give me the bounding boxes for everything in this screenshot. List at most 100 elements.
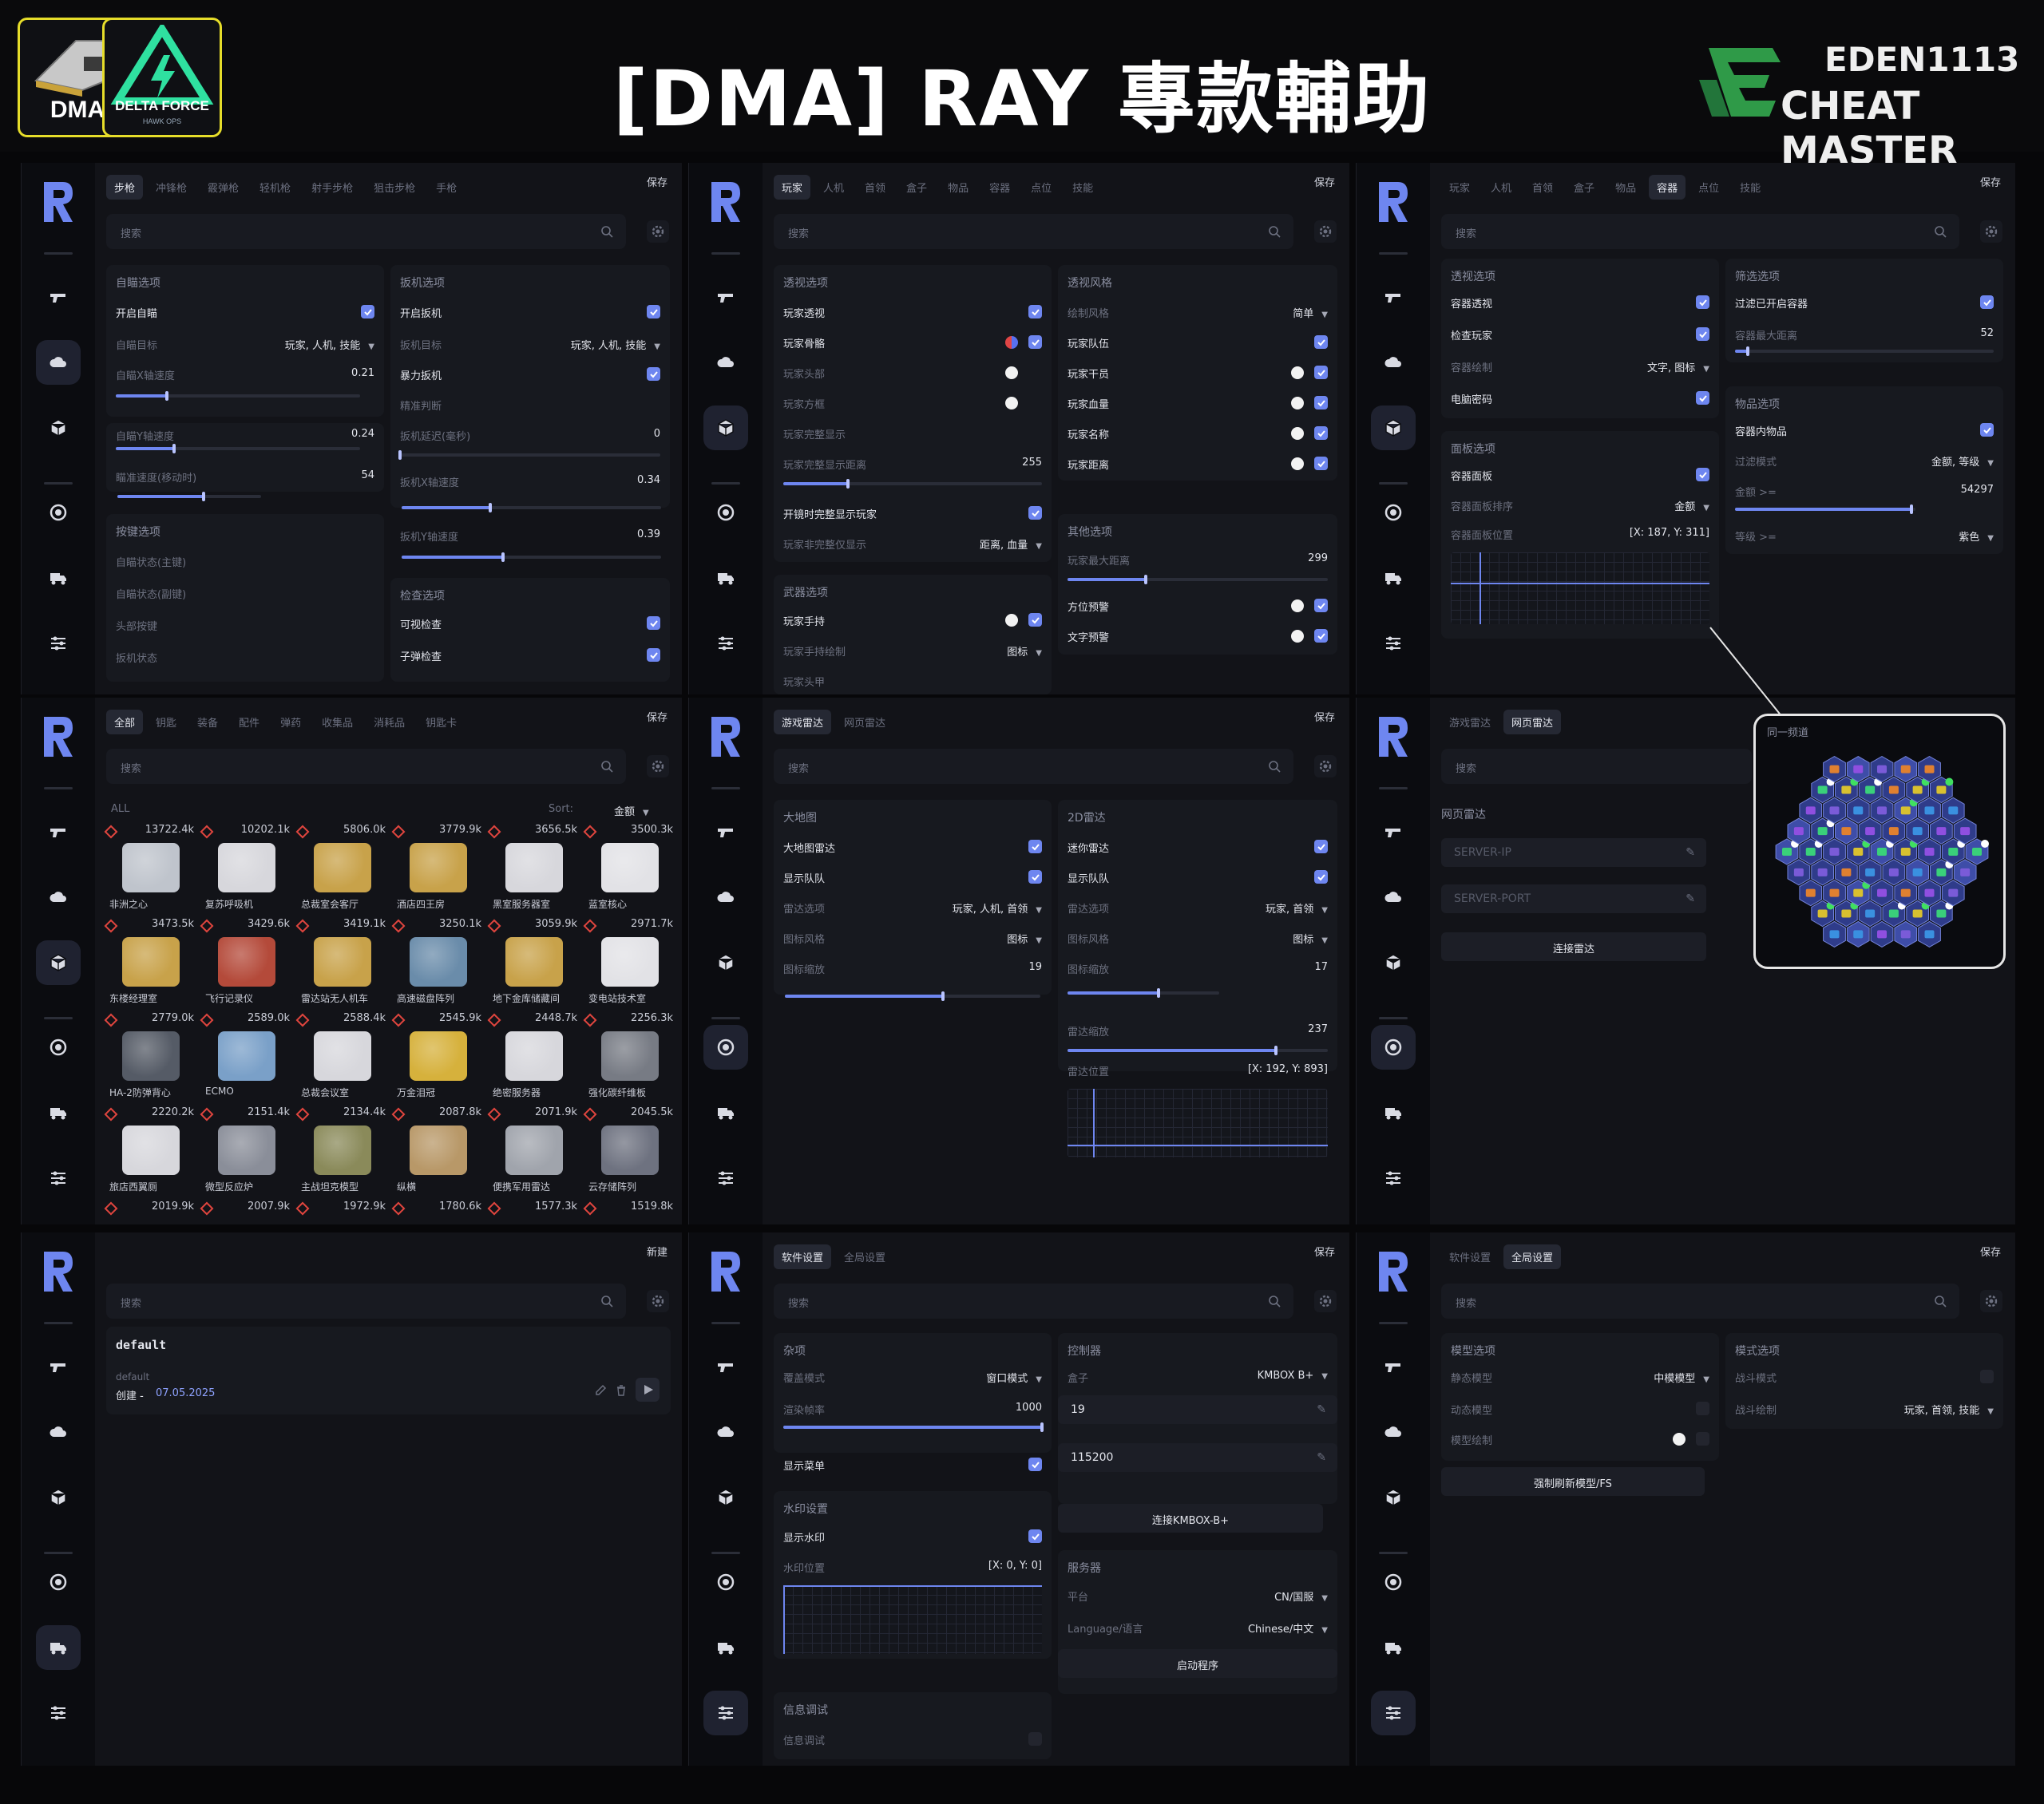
esp-player-checkbox[interactable]: [1028, 305, 1042, 318]
item-card[interactable]: 2007.9k: [200, 1201, 291, 1217]
sidebar-item-radar[interactable]: [1371, 490, 1416, 535]
mini-team-checkbox[interactable]: [1314, 870, 1328, 884]
min-value-slider[interactable]: [1735, 504, 1915, 514]
tab-players[interactable]: 玩家: [774, 174, 811, 200]
sidebar-item-cube[interactable]: [36, 1475, 81, 1520]
aim-move-slider[interactable]: [117, 492, 261, 501]
new-config-button[interactable]: 新建: [646, 1247, 667, 1259]
search-input[interactable]: 搜索: [774, 749, 1293, 784]
sidebar-item-cloud[interactable]: [703, 340, 748, 385]
sidebar-item-truck[interactable]: [36, 556, 81, 600]
connect-kmbox-button[interactable]: 连接KMBOX-B+: [1058, 1504, 1323, 1533]
dynamic-model-checkbox[interactable]: [1696, 1402, 1709, 1415]
tab-points[interactable]: 点位: [1031, 182, 1052, 195]
tab-smg[interactable]: 冲锋枪: [156, 182, 188, 195]
tab-game-radar[interactable]: 游戏雷达: [774, 709, 832, 734]
filter-mode-select[interactable]: 金额, 等级▼: [1931, 457, 1994, 469]
edit-icon[interactable]: [594, 1384, 607, 1397]
aim-enable-checkbox[interactable]: [361, 305, 374, 318]
search-input[interactable]: 搜索: [774, 214, 1293, 249]
sidebar-item-sliders[interactable]: [1371, 621, 1416, 666]
sidebar-item-sliders[interactable]: [36, 1156, 81, 1201]
held-weapon-checkbox[interactable]: [1028, 613, 1042, 627]
trigger-target-select[interactable]: 玩家, 人机, 技能▼: [570, 340, 660, 352]
com-port-field[interactable]: 19✎: [1058, 1395, 1337, 1424]
search-input[interactable]: 搜索: [106, 749, 626, 784]
sidebar-item-radar[interactable]: [36, 490, 81, 535]
sidebar-item-sliders[interactable]: [703, 1691, 748, 1735]
fps-slider[interactable]: [783, 1422, 1044, 1432]
aim-x-slider[interactable]: [116, 391, 360, 401]
tab-boxes[interactable]: 盒子: [906, 182, 928, 195]
connect-radar-button[interactable]: 连接雷达: [1441, 932, 1706, 961]
tab-dmr[interactable]: 射手步枪: [311, 182, 354, 195]
tab-boxes[interactable]: 盒子: [1574, 182, 1595, 195]
settings-gear-button[interactable]: [1980, 1290, 2002, 1312]
health-color-swatch[interactable]: [1291, 397, 1304, 409]
sidebar-item-gun[interactable]: [36, 809, 81, 854]
check-player-checkbox[interactable]: [1696, 327, 1709, 341]
save-button[interactable]: 保存: [1313, 177, 1335, 189]
settings-gear-button[interactable]: [647, 220, 669, 243]
static-model-select[interactable]: 中模模型▼: [1654, 1373, 1709, 1385]
tab-pistol[interactable]: 手枪: [436, 182, 458, 195]
model-draw-checkbox[interactable]: [1696, 1432, 1709, 1446]
settings-gear-button[interactable]: [1314, 220, 1337, 243]
team-checkbox[interactable]: [1314, 335, 1328, 349]
tab-web-radar[interactable]: 网页雷达: [844, 717, 886, 730]
sidebar-item-truck[interactable]: [703, 556, 748, 600]
sidebar-item-sliders[interactable]: [1371, 1156, 1416, 1201]
sidebar-item-gun[interactable]: [1371, 1344, 1416, 1389]
config-card[interactable]: default default 创建 - 07.05.2025: [106, 1327, 671, 1414]
tab-sniper[interactable]: 狙击步枪: [374, 182, 416, 195]
sidebar-item-radar[interactable]: [1371, 1560, 1416, 1604]
held-draw-select[interactable]: 图标▼: [1007, 647, 1042, 659]
sidebar-item-gun[interactable]: [703, 275, 748, 319]
trigger-force-checkbox[interactable]: [647, 367, 660, 381]
search-input[interactable]: 搜索: [106, 214, 626, 249]
tab-consumables[interactable]: 消耗品: [374, 717, 406, 730]
tab-players[interactable]: 玩家: [1449, 182, 1471, 195]
sidebar-item-radar[interactable]: [703, 490, 748, 535]
settings-gear-button[interactable]: [647, 1290, 669, 1312]
inner-items-checkbox[interactable]: [1980, 423, 1994, 437]
sidebar-item-truck[interactable]: [36, 1090, 81, 1135]
held-color-swatch[interactable]: [1005, 614, 1018, 627]
tab-items[interactable]: 物品: [948, 182, 969, 195]
settings-gear-button[interactable]: [1314, 1290, 1337, 1312]
sidebar-item-truck[interactable]: [1371, 556, 1416, 600]
watermark-pos-grid[interactable]: [783, 1585, 1042, 1654]
watermark-checkbox[interactable]: [1028, 1529, 1042, 1543]
save-button[interactable]: 保存: [646, 177, 667, 189]
trigger-delay-slider[interactable]: [398, 450, 660, 460]
operator-checkbox[interactable]: [1314, 366, 1328, 379]
sidebar-item-cloud[interactable]: [36, 875, 81, 920]
tab-rifle[interactable]: 步枪: [106, 174, 144, 200]
sidebar-item-gun[interactable]: [703, 809, 748, 854]
style-select[interactable]: 简单▼: [1293, 308, 1328, 320]
big-map-scale-slider[interactable]: [785, 991, 1040, 1001]
trigger-x-slider[interactable]: [402, 503, 661, 512]
tab-ai[interactable]: 人机: [1491, 182, 1512, 195]
sidebar-item-gun[interactable]: [1371, 809, 1416, 854]
text-color-swatch[interactable]: [1291, 630, 1304, 643]
health-checkbox[interactable]: [1314, 396, 1328, 409]
refresh-model-button[interactable]: 强制刷新模型/FS: [1441, 1467, 1705, 1496]
name-checkbox[interactable]: [1314, 426, 1328, 440]
aim-y-slider[interactable]: [116, 444, 360, 453]
pc-password-checkbox[interactable]: [1696, 391, 1709, 405]
save-button[interactable]: 保存: [1313, 1247, 1335, 1259]
filter-opened-checkbox[interactable]: [1980, 295, 1994, 309]
sidebar-item-gun[interactable]: [36, 275, 81, 319]
